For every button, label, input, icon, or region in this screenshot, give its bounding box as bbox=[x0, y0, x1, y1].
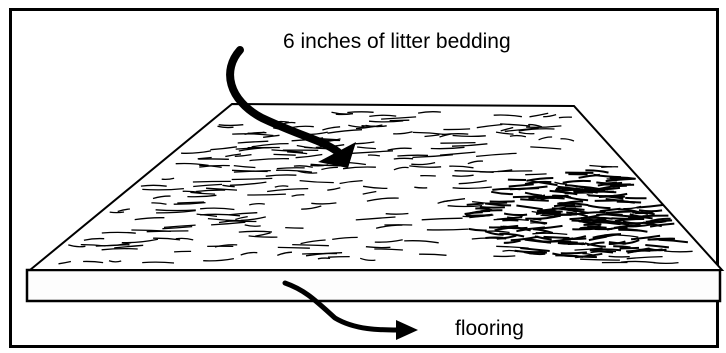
litter-stroke bbox=[601, 167, 618, 168]
litter-stroke bbox=[480, 207, 505, 208]
flooring-label: flooring bbox=[455, 317, 524, 341]
litter-stroke bbox=[574, 256, 597, 257]
litter-stroke bbox=[542, 214, 571, 215]
litter-stroke bbox=[219, 125, 244, 126]
litter-stroke bbox=[274, 154, 296, 155]
litter-stroke bbox=[559, 117, 572, 118]
litter-stroke bbox=[397, 155, 428, 156]
litter-stroke bbox=[596, 214, 623, 215]
litter-stroke bbox=[498, 171, 533, 172]
flooring-slab bbox=[27, 270, 720, 301]
litter-stroke bbox=[110, 212, 124, 213]
litter-stroke bbox=[584, 224, 602, 225]
litter-stroke bbox=[510, 188, 539, 189]
litter-stroke bbox=[193, 181, 231, 182]
litter-stroke bbox=[414, 187, 427, 188]
litter-stroke bbox=[643, 216, 669, 217]
litter-stroke bbox=[328, 257, 350, 258]
litter-stroke bbox=[467, 204, 484, 205]
litter-stroke bbox=[609, 256, 630, 257]
litter-stroke bbox=[525, 174, 546, 175]
litter-stroke bbox=[394, 158, 413, 159]
litter-bedding-label: 6 inches of litter bedding bbox=[283, 30, 511, 54]
litter-stroke bbox=[493, 256, 515, 257]
litter-bedding-surface bbox=[30, 104, 722, 270]
litter-stroke bbox=[440, 143, 475, 144]
litter-stroke bbox=[156, 210, 196, 211]
litter-stroke bbox=[285, 228, 303, 229]
litter-stroke bbox=[620, 248, 639, 249]
litter-stroke bbox=[318, 258, 330, 259]
litter-stroke bbox=[174, 251, 191, 252]
litter-stroke bbox=[443, 129, 470, 130]
litter-stroke bbox=[591, 249, 621, 250]
litter-stroke bbox=[278, 247, 310, 248]
litter-stroke bbox=[386, 214, 409, 215]
litter-stroke bbox=[639, 210, 662, 211]
litter-stroke bbox=[347, 112, 373, 113]
